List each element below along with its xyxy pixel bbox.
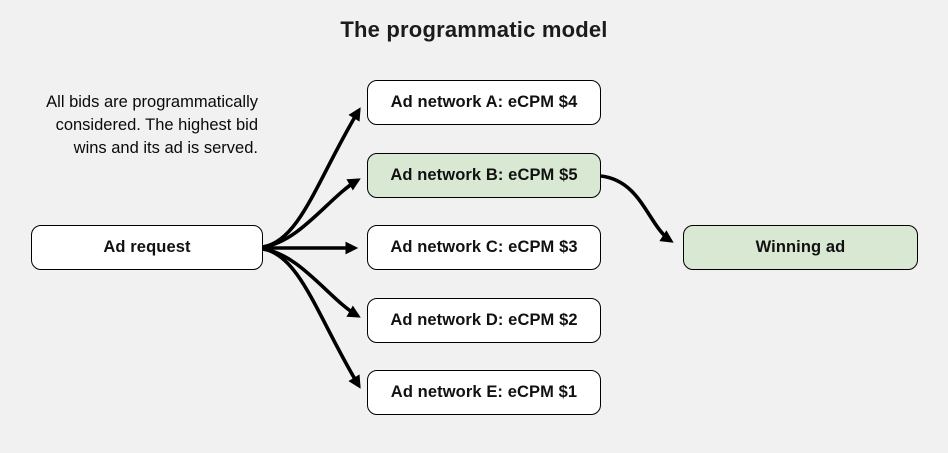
node-ad-request: Ad request — [31, 225, 263, 270]
description-line-3: wins and its ad is served. — [73, 139, 258, 157]
page-title: The programmatic model — [340, 17, 608, 42]
node-winning-ad: Winning ad — [683, 225, 918, 270]
arrow-request-to-network-a — [262, 107, 361, 249]
description-text: All bids are programmatically considered… — [0, 91, 258, 160]
node-ad-network-e: Ad network E: eCPM $1 — [367, 370, 601, 415]
node-ad-network-c: Ad network C: eCPM $3 — [367, 225, 601, 270]
description-line-2: considered. The highest bid — [55, 116, 258, 134]
node-ad-network-b: Ad network B: eCPM $5 — [367, 153, 601, 198]
arrow-network-b-to-winning — [600, 174, 674, 243]
node-ad-network-a: Ad network A: eCPM $4 — [367, 80, 601, 125]
arrow-request-to-network-d — [262, 247, 361, 318]
node-ad-network-d: Ad network D: eCPM $2 — [367, 298, 601, 343]
arrow-request-to-network-e — [262, 247, 361, 389]
description-line-1: All bids are programmatically — [46, 93, 258, 111]
arrow-request-to-network-b — [262, 178, 361, 249]
